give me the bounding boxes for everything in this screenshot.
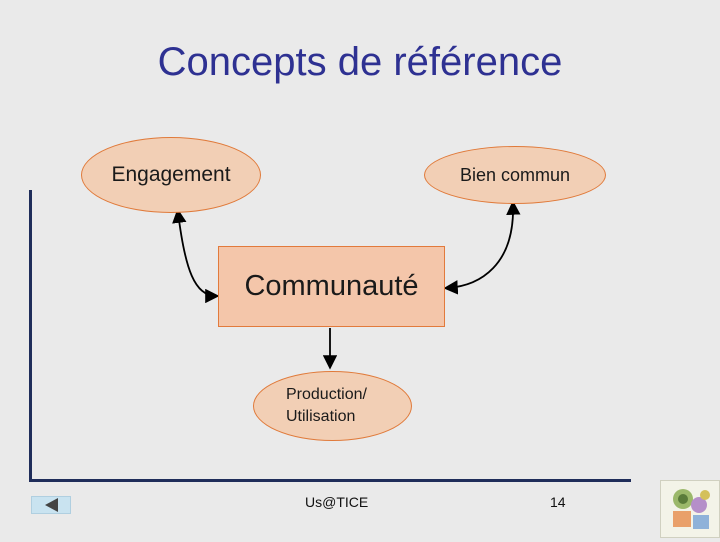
communaute-node: Communauté	[218, 246, 445, 327]
production-label: Production/	[286, 384, 367, 406]
bien-commun-label: Bien commun	[460, 165, 570, 186]
previous-slide-button[interactable]	[31, 496, 71, 514]
bien-commun-node: Bien commun	[424, 146, 606, 204]
arrow-bien-communaute	[447, 204, 513, 288]
footer-label: Us@TICE	[305, 494, 368, 510]
logo-image	[660, 480, 720, 538]
arrow-engagement-communaute	[178, 212, 216, 296]
communaute-label: Communauté	[244, 270, 418, 303]
production-utilisation-node: Production/ Utilisation	[253, 371, 412, 441]
logo-icon	[661, 481, 719, 537]
engagement-label: Engagement	[111, 163, 230, 187]
back-arrow-icon	[45, 498, 58, 512]
page-number: 14	[550, 494, 566, 510]
engagement-node: Engagement	[81, 137, 261, 213]
utilisation-label: Utilisation	[286, 406, 367, 428]
